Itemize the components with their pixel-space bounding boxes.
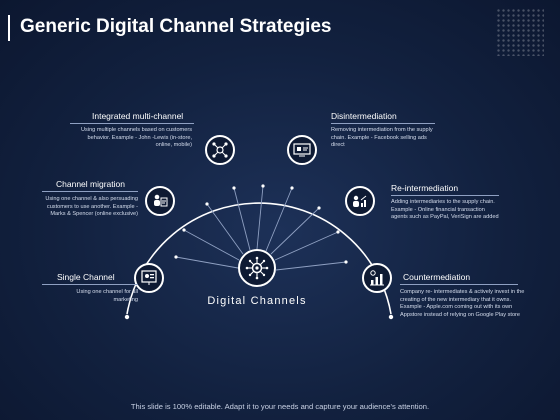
digital-channels-hub bbox=[238, 249, 276, 287]
outer-arc bbox=[126, 202, 392, 315]
spoke-end-dots bbox=[174, 184, 348, 264]
disintermediation-divider bbox=[331, 123, 435, 124]
reintermediation-node bbox=[345, 186, 375, 216]
channel-migration-body: Using one channel & also persuading cust… bbox=[45, 196, 138, 218]
countermediation-body: Company re- intermediates & actively inv… bbox=[400, 289, 525, 318]
channel-migration-heading: Channel migration bbox=[56, 179, 125, 189]
growth-chart-icon bbox=[370, 270, 384, 286]
integrated-multichannel-node bbox=[205, 135, 235, 165]
single-channel-divider bbox=[42, 284, 138, 285]
digital-hub-icon bbox=[245, 256, 269, 280]
single-channel-heading: Single Channel bbox=[57, 272, 115, 282]
disintermediation-node bbox=[287, 135, 317, 165]
countermediation-node bbox=[362, 263, 392, 293]
single-channel-node bbox=[134, 263, 164, 293]
countermediation-heading: Countermediation bbox=[403, 272, 471, 282]
channel-migration-divider bbox=[42, 191, 138, 192]
presentation-icon bbox=[141, 270, 157, 285]
team-icon bbox=[154, 194, 168, 207]
channel-migration-node bbox=[145, 186, 175, 216]
integrated-divider bbox=[70, 123, 194, 124]
spoke-lines bbox=[175, 185, 347, 271]
arc-end-dot-left bbox=[124, 314, 130, 320]
slide-footer: This slide is 100% editable. Adapt it to… bbox=[130, 402, 430, 411]
decorative-dot-grid bbox=[496, 8, 544, 56]
reintermediation-heading: Re-intermediation bbox=[391, 183, 459, 193]
disintermediation-heading: Disintermediation bbox=[331, 111, 397, 121]
integrated-body: Using multiple channels based on custome… bbox=[80, 127, 192, 149]
single-channel-body: Using one channel for all marketing bbox=[76, 289, 138, 303]
arc-end-dot-right bbox=[388, 314, 394, 320]
countermediation-divider bbox=[400, 284, 518, 285]
disintermediation-body: Removing intermediation from the supply … bbox=[331, 127, 433, 149]
network-icon bbox=[212, 142, 228, 158]
center-label: Digital Channels bbox=[207, 295, 307, 307]
reintermediation-body: Adding intermediaries to the supply chai… bbox=[391, 199, 499, 221]
slide-title: Generic Digital Channel Strategies bbox=[20, 16, 332, 37]
people-chart-icon bbox=[353, 195, 367, 207]
title-accent-bar bbox=[8, 15, 10, 41]
reintermediation-divider bbox=[391, 195, 499, 196]
monitor-icon bbox=[293, 143, 311, 157]
integrated-heading: Integrated multi-channel bbox=[92, 111, 184, 121]
